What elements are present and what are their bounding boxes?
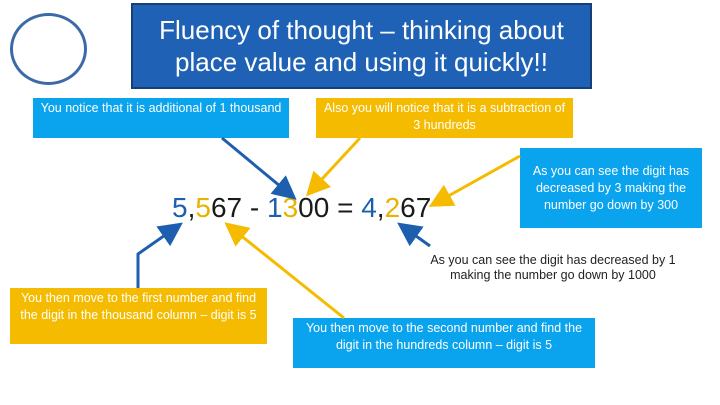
arrow-first-number-to-thousands xyxy=(136,222,183,288)
eq-equals: = xyxy=(329,192,362,223)
arrow-second-number-to-hundreds xyxy=(224,222,345,320)
note-digit-decreased-300: As you can see the digit has decreased b… xyxy=(520,148,702,228)
eq-result-thousands: 4 xyxy=(361,192,377,223)
note-digit-decreased-1000: As you can see the digit has decreased b… xyxy=(430,253,676,282)
equation: 5,567 - 1300 = 4,267 xyxy=(172,190,472,230)
slide-title-text: Fluency of thought – thinking about plac… xyxy=(159,15,564,77)
eq-result-rest: 67 xyxy=(400,192,432,223)
arrow-decreased-1000-to-result xyxy=(397,222,431,248)
eq-result-comma: , xyxy=(376,192,385,223)
note-additional: You notice that it is additional of 1 th… xyxy=(33,98,289,138)
eq-minus: - xyxy=(242,192,267,223)
arrow-decreased-300-to-result xyxy=(428,154,521,207)
eq-first-thousands: 5 xyxy=(172,192,188,223)
eq-first-comma: , xyxy=(187,192,196,223)
slide-title: Fluency of thought – thinking about plac… xyxy=(131,3,592,89)
note-second-number: You then move to the second number and f… xyxy=(293,318,595,368)
eq-first-hundreds: 5 xyxy=(195,192,211,223)
placeholder-circle xyxy=(10,13,87,85)
arrow-subtraction-to-hundreds xyxy=(305,136,362,197)
note-first-number: You then move to the first number and fi… xyxy=(10,288,267,344)
eq-second-rest: 00 xyxy=(298,192,330,223)
note-subtraction: Also you will notice that it is a subtra… xyxy=(316,98,573,138)
eq-result-hundreds: 2 xyxy=(384,192,401,223)
note-digit-decreased-300-text: As you can see the digit has decreased b… xyxy=(532,163,690,212)
arrow-additional-to-thousands xyxy=(221,136,297,200)
eq-first-rest: 67 xyxy=(210,192,243,223)
